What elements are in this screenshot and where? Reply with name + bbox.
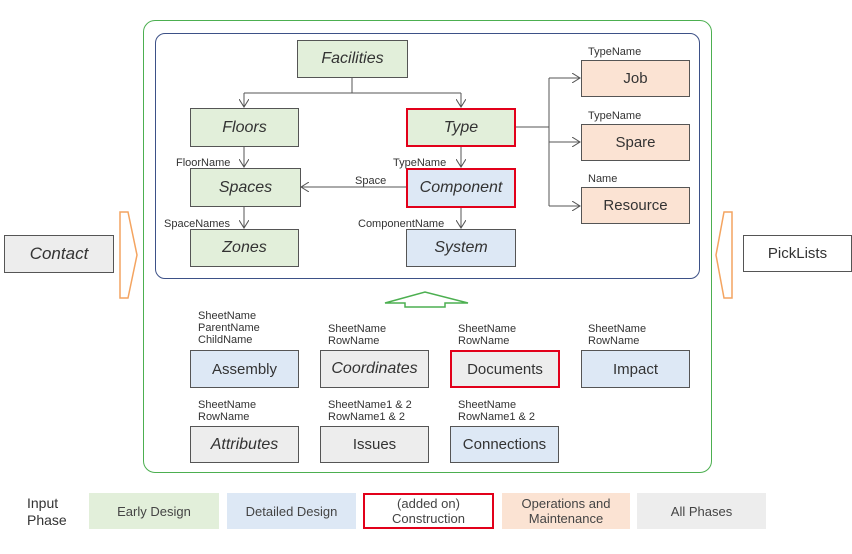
legend-all-phases: All Phases xyxy=(637,493,766,529)
assembly-node: Assembly xyxy=(190,350,299,388)
attributes-keys: SheetName RowName xyxy=(198,399,257,423)
connections-keys: SheetName RowName1 & 2 xyxy=(458,399,536,423)
legend-operations-maintenance: Operations and Maintenance xyxy=(502,493,630,529)
spacenames-label: SpaceNames xyxy=(164,218,231,230)
assembly-keys: SheetName ParentName ChildName xyxy=(198,310,260,346)
space-label: Space xyxy=(355,175,387,187)
job-node: Job xyxy=(581,60,690,97)
documents-keys: SheetName RowName xyxy=(458,323,517,347)
contact-chevron-icon xyxy=(119,211,138,299)
typename-label: TypeName xyxy=(393,157,447,169)
coordinates-keys: SheetName RowName xyxy=(328,323,387,347)
job-key-label: TypeName xyxy=(588,46,642,58)
system-node: System xyxy=(406,229,516,267)
impact-node: Impact xyxy=(581,350,690,388)
attributes-node: Attributes xyxy=(190,426,299,463)
legend-title: Input Phase xyxy=(27,495,67,528)
floors-node: Floors xyxy=(190,108,299,147)
facilities-node: Facilities xyxy=(297,40,408,78)
picklists-node: PickLists xyxy=(743,235,852,272)
resource-node: Resource xyxy=(581,187,690,224)
spare-node: Spare xyxy=(581,124,690,161)
legend-detailed-design: Detailed Design xyxy=(227,493,356,529)
spaces-node: Spaces xyxy=(190,168,301,207)
component-node: Component xyxy=(406,168,516,208)
resource-key-label: Name xyxy=(588,173,618,185)
spare-key-label: TypeName xyxy=(588,110,642,122)
type-node: Type xyxy=(406,108,516,147)
issues-keys: SheetName1 & 2 RowName1 & 2 xyxy=(328,399,412,423)
inner-frame xyxy=(155,33,700,279)
coordinates-node: Coordinates xyxy=(320,350,429,388)
documents-node: Documents xyxy=(450,350,560,388)
floorname-label: FloorName xyxy=(176,157,231,169)
impact-keys: SheetName RowName xyxy=(588,323,647,347)
picklists-chevron-icon xyxy=(715,211,733,299)
issues-node: Issues xyxy=(320,426,429,463)
connections-node: Connections xyxy=(450,426,559,463)
componentname-label: ComponentName xyxy=(358,218,445,230)
contact-node: Contact xyxy=(4,235,114,273)
legend-construction: (added on) Construction xyxy=(363,493,494,529)
zones-node: Zones xyxy=(190,229,299,267)
up-arrow-icon xyxy=(384,291,469,308)
legend-early-design: Early Design xyxy=(89,493,219,529)
outer-frame xyxy=(143,20,712,473)
